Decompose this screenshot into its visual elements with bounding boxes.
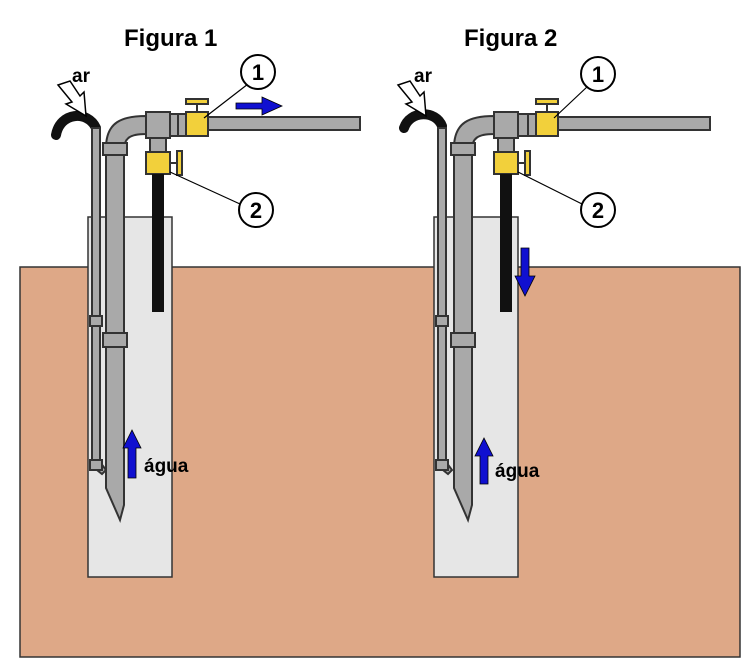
- air-label-1: ar: [72, 66, 91, 87]
- water-arrow-1: [122, 429, 142, 479]
- valve-1-leader: [203, 83, 249, 119]
- valve-2-number-2: 2: [592, 198, 604, 223]
- valve-1-body: [185, 111, 209, 137]
- valve-1-handle-2: [535, 98, 559, 105]
- air-label-2: ar: [414, 66, 433, 87]
- tee-2-collar: [517, 113, 529, 137]
- riser-joint-2a: [450, 142, 476, 156]
- valve-1-collar-2: [527, 113, 537, 137]
- riser-joint-1b: [102, 332, 128, 348]
- discharge-pipe-1: [152, 174, 164, 312]
- valve-1-callout-2: [580, 56, 616, 92]
- tee-2-down: [497, 137, 515, 153]
- air-hose-1: [51, 110, 101, 140]
- valve-1-leader-2: [553, 85, 589, 119]
- valve-1-handle: [185, 98, 209, 105]
- outlet-pipe-2: [555, 116, 711, 131]
- water-label-2: água: [495, 461, 540, 482]
- figure-1: Figura 1 ar: [51, 25, 361, 578]
- valve-1-number-2: 1: [592, 62, 604, 87]
- figure-2: Figura 2 ar: [396, 25, 711, 578]
- tee-1-down: [149, 137, 167, 153]
- outflow-arrow-1: [235, 96, 283, 116]
- outlet-pipe-1: [205, 116, 361, 131]
- valve-2-body-2: [493, 151, 519, 175]
- discharge-pipe-2: [500, 174, 512, 312]
- valve-2-body: [145, 151, 171, 175]
- air-pipe-joint-1b: [89, 459, 103, 471]
- figure-2-title: Figura 2: [464, 25, 557, 52]
- air-pipe-joint-2b: [435, 459, 449, 471]
- air-pipe-joint-1a: [89, 315, 103, 327]
- downflow-arrow-2: [514, 247, 536, 297]
- valve-1-callout: [240, 54, 276, 90]
- water-arrow-2: [474, 437, 494, 485]
- valve-1-collar: [177, 113, 187, 137]
- air-arrow-2: [396, 80, 427, 118]
- air-arrow-1: [56, 80, 87, 118]
- valve-2-callout: [238, 192, 274, 228]
- water-label-1: água: [144, 456, 189, 477]
- figure-1-title: Figura 1: [124, 25, 217, 52]
- valve-1-number: 1: [252, 60, 264, 85]
- valve-2-callout-2: [580, 192, 616, 228]
- valve-2-number: 2: [250, 198, 262, 223]
- riser-joint-1a: [102, 142, 128, 156]
- valve-2-leader: [169, 171, 241, 205]
- riser-joint-2b: [450, 332, 476, 348]
- air-hose-2: [399, 109, 447, 133]
- valve-2-handle: [176, 150, 183, 176]
- valve-2-leader-2: [517, 171, 583, 205]
- valve-1-body-2: [535, 111, 559, 137]
- tee-1-collar: [169, 113, 179, 137]
- tee-1: [145, 111, 171, 139]
- valve-2-handle-2: [524, 150, 531, 176]
- air-pipe-joint-2a: [435, 315, 449, 327]
- tee-2: [493, 111, 519, 139]
